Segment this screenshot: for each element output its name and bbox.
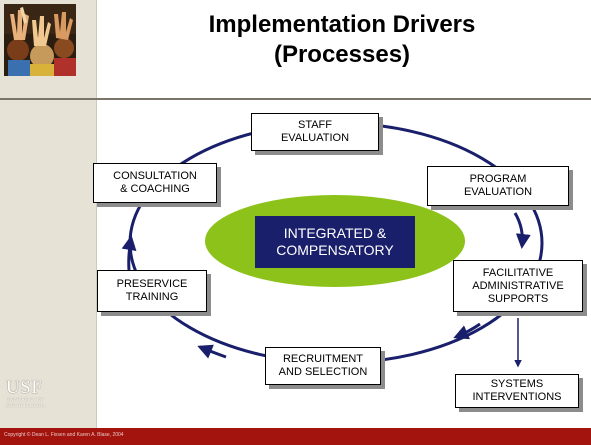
recruitment-selection-line-1: RECRUITMENT <box>282 353 364 365</box>
arrow-to-preservice <box>197 344 227 359</box>
program-evaluation-line-2: EVALUATION <box>463 186 533 198</box>
title-divider <box>0 98 591 100</box>
systems-interventions-box: SYSTEMS INTERVENTIONS <box>455 374 579 408</box>
arrow-to-consultation <box>121 235 137 271</box>
staff-evaluation-line-2: EVALUATION <box>280 132 350 144</box>
center-label-line-2: COMPENSATORY <box>276 242 394 258</box>
usf-logo-letters: USF <box>6 377 43 398</box>
arrow-to-facilitative <box>513 212 531 249</box>
usf-logo: USF UNIVERSITY OF SOUTH FLORIDA <box>6 378 46 414</box>
preservice-training-line-1: PRESERVICE <box>116 278 188 290</box>
title-line-1: Implementation Drivers <box>208 11 476 38</box>
facilitative-supports-line-2: ADMINISTRATIVE <box>472 279 564 292</box>
raised-hands-art <box>4 4 76 76</box>
program-evaluation-line-1: PROGRAM <box>469 173 527 185</box>
arrow-to-recruitment <box>453 322 481 340</box>
facilitative-supports-box: FACILITATIVE ADMINISTRATIVE SUPPORTS <box>453 260 583 312</box>
left-divider <box>96 0 97 428</box>
preservice-training-box: PRESERVICE TRAINING <box>97 270 207 312</box>
systems-interventions-line-1: SYSTEMS <box>490 378 544 390</box>
recruitment-selection-line-2: AND SELECTION <box>278 366 368 378</box>
page-title: Implementation Drivers (Processes) <box>112 10 572 70</box>
center-label-line-1: INTEGRATED & <box>283 225 387 241</box>
recruitment-selection-box: RECRUITMENT AND SELECTION <box>265 347 381 385</box>
title-band <box>96 0 591 98</box>
consultation-coaching-box: CONSULTATION & COACHING <box>93 163 217 203</box>
consultation-coaching-line-1: CONSULTATION <box>113 170 197 182</box>
copyright-text: Copyright © Dean L. Fixsen and Karen A. … <box>4 432 124 438</box>
preservice-training-line-2: TRAINING <box>125 291 179 303</box>
facilitative-supports-line-1: FACILITATIVE <box>482 266 554 279</box>
program-evaluation-box: PROGRAM EVALUATION <box>427 166 569 206</box>
footer-band <box>0 428 591 445</box>
facilitative-supports-line-3: SUPPORTS <box>487 292 549 305</box>
staff-evaluation-box: STAFF EVALUATION <box>251 113 379 151</box>
systems-interventions-line-2: INTERVENTIONS <box>472 391 562 403</box>
center-label: INTEGRATED & COMPENSATORY <box>255 216 415 268</box>
staff-evaluation-line-1: STAFF <box>297 119 332 131</box>
title-line-2: (Processes) <box>273 41 411 68</box>
consultation-coaching-line-2: & COACHING <box>120 183 190 195</box>
usf-logo-subtitle: UNIVERSITY OF SOUTH FLORIDA <box>6 398 46 409</box>
